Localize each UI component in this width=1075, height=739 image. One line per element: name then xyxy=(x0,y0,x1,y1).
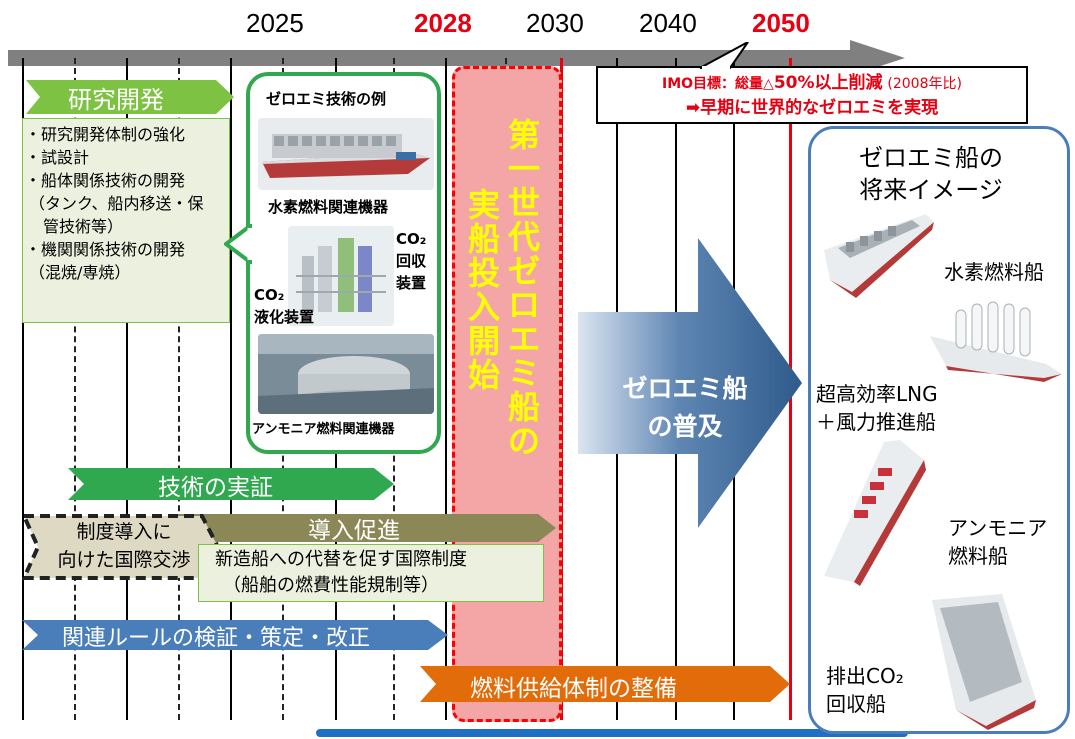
imo-callout-pointer xyxy=(699,42,749,70)
hydrogen-ship-label: 水素燃料船 xyxy=(944,260,1044,284)
promotion-detail-box: 新造船への代替を促す国際制度 （船舶の燃費性能規制等） xyxy=(198,544,544,602)
future-image-title: ゼロエミ船の将来イメージ xyxy=(859,144,1003,204)
ammonia-equipment-label: アンモニア燃料関連機器 xyxy=(252,422,395,437)
year-2030: 2030 xyxy=(526,8,584,38)
research-bullet: ・船体関係技術の開発 xyxy=(25,171,186,190)
tech-demo-arrow xyxy=(68,468,394,500)
research-bullet: ・試設計 xyxy=(25,148,90,167)
fuel-supply-label: 燃料供給体制の整備 xyxy=(470,676,677,702)
research-bullet: （混焼/専焼） xyxy=(29,263,131,282)
intl-negotiation-label: 制度導入に向けた国際交渉 xyxy=(57,521,191,571)
spread-arrow-text: ゼロエミ船の普及 xyxy=(622,374,748,441)
fuel-supply-arrow xyxy=(420,666,790,702)
year-2050: 2050 xyxy=(752,8,810,38)
lng-wind-ship-image xyxy=(930,301,1062,382)
research-bullet: ・機関関係技術の開発 xyxy=(25,240,186,259)
year-2025: 2025 xyxy=(246,8,304,38)
year-2040: 2040 xyxy=(639,8,697,38)
grid-line xyxy=(74,58,76,720)
promotion-detail-line1: 新造船への代替を促す国際制度 xyxy=(215,549,467,570)
hydrogen-equipment-image xyxy=(258,118,434,190)
ammonia-ship-label: アンモニア燃料船 xyxy=(948,516,1048,568)
imo-target-line2: ➡早期に世界的なゼロエミを実現 xyxy=(685,98,939,118)
research-bullet: ・研究開発体制の強化 xyxy=(25,125,186,144)
promotion-detail-line2: （船舶の燃費性能規制等） xyxy=(223,575,439,596)
first-gen-line1: 第一世代ゼロエミ船の xyxy=(507,116,540,460)
co2-capture-ship-image xyxy=(932,594,1036,730)
year-2028: 2028 xyxy=(414,8,472,38)
lng-wind-ship-label: 超高効率LNG＋風力推進船 xyxy=(816,382,938,434)
tech-box-pointer xyxy=(224,224,253,264)
bottom-blue-line xyxy=(316,729,908,737)
hydrogen-equipment-label: 水素燃料関連機器 xyxy=(268,198,389,216)
ammonia-equipment-image xyxy=(258,334,434,414)
research-bullet: （タンク、船内移送・保 xyxy=(29,194,204,213)
timeline-arrow xyxy=(8,40,905,76)
tech-demo-label: 技術の実証 xyxy=(158,475,273,501)
rules-arrow xyxy=(22,620,448,650)
grid-line xyxy=(230,58,232,720)
co2-equipment-image xyxy=(288,226,394,326)
promotion-arrow xyxy=(176,514,556,542)
rules-label: 関連ルールの検証・策定・改正 xyxy=(62,626,371,651)
spread-arrow xyxy=(578,238,802,528)
research-bullets-box: ・研究開発体制の強化 ・試設計 ・船体関係技術の開発 （タンク、船内移送・保 管… xyxy=(22,118,230,323)
research-title: 研究開発 xyxy=(68,86,164,114)
tech-box-title: ゼロエミ技術の例 xyxy=(266,90,387,108)
research-bullet: 管技術等） xyxy=(43,217,124,236)
first-gen-line2: 実船投入開始 xyxy=(467,186,500,394)
hydrogen-ship-image xyxy=(824,214,934,298)
grid-line xyxy=(445,58,447,720)
promotion-label: 導入促進 xyxy=(308,518,400,544)
imo-target-line1: IMO目標：総量△50%以上削減 (2008年比) xyxy=(662,73,962,93)
grid-line xyxy=(178,58,180,720)
ammonia-ship-image xyxy=(824,440,926,586)
future-image-box xyxy=(808,126,1070,734)
grid-line xyxy=(22,58,24,720)
grid-line xyxy=(126,58,128,720)
first-gen-band xyxy=(452,66,562,722)
research-arrow xyxy=(26,80,234,114)
imo-target-box: IMO目標：総量△50%以上削減 (2008年比) ➡早期に世界的なゼロエミを実… xyxy=(596,66,1028,124)
